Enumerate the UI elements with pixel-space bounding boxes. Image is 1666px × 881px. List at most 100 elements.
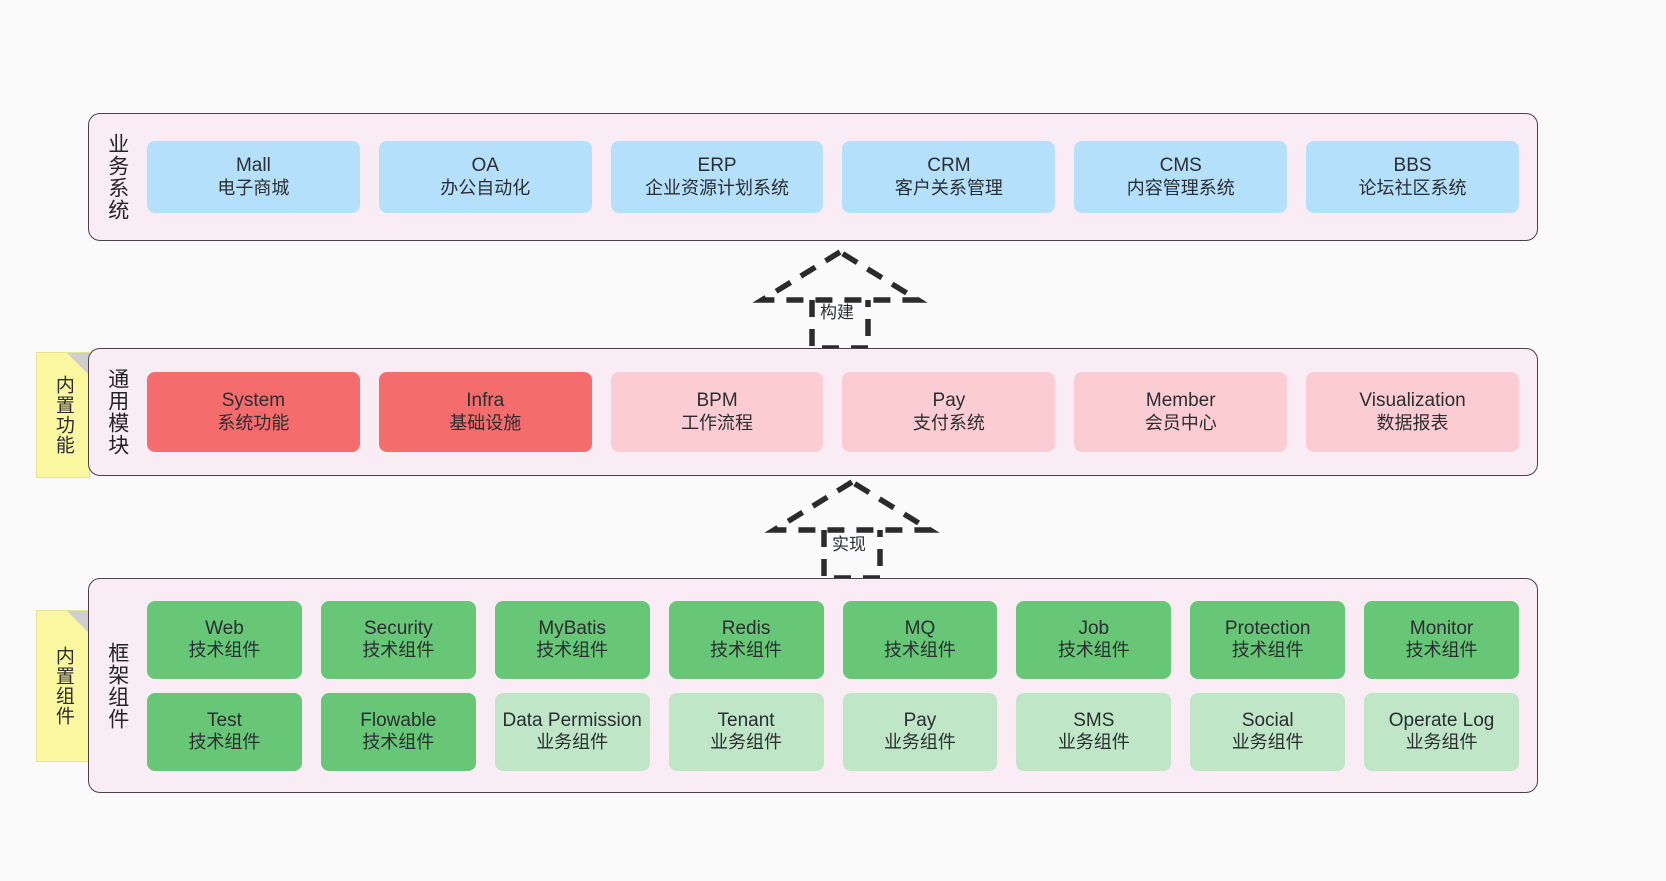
card-security[interactable]: Security 技术组件 <box>320 600 476 679</box>
card-mq-cn: 技术组件 <box>883 640 956 661</box>
card-bbs-en: BBS <box>1393 155 1432 177</box>
layer-framework-components: 框架组件 Web 技术组件 Security 技术组件 MyBatis 技术组件… <box>88 578 1538 793</box>
card-pay-component[interactable]: Pay 业务组件 <box>842 692 998 771</box>
card-protection-en: Protection <box>1224 617 1311 639</box>
layer-business-systems-title: 业务系统 <box>105 133 129 221</box>
card-test-cn: 技术组件 <box>188 732 261 753</box>
layer-business-systems-body: Mall 电子商城 OA 办公自动化 ERP 企业资源计划系统 CRM 客户关系… <box>137 114 1537 240</box>
card-mybatis-cn: 技术组件 <box>536 640 609 661</box>
card-cms-en: CMS <box>1159 155 1202 177</box>
connector-build: 构建 <box>750 248 930 356</box>
card-cms[interactable]: CMS 内容管理系统 <box>1074 141 1288 213</box>
card-mall-cn: 电子商城 <box>217 177 290 198</box>
card-pay-module[interactable]: Pay 支付系统 <box>842 372 1056 452</box>
card-test[interactable]: Test 技术组件 <box>147 692 302 771</box>
card-operate-log[interactable]: Operate Log 业务组件 <box>1364 692 1519 771</box>
card-bpm-en: BPM <box>696 390 738 412</box>
connector-realize-label: 实现 <box>832 535 866 554</box>
card-infra-en: Infra <box>466 390 505 412</box>
card-bbs-cn: 论坛社区系统 <box>1358 177 1467 198</box>
card-job-en: Job <box>1078 617 1110 639</box>
card-member-en: Member <box>1145 390 1216 412</box>
card-monitor[interactable]: Monitor 技术组件 <box>1364 600 1519 679</box>
layer-business-systems: 业务系统 Mall 电子商城 OA 办公自动化 ERP 企业资源计划系统 CRM… <box>88 113 1538 241</box>
card-job[interactable]: Job 技术组件 <box>1016 600 1172 679</box>
card-system[interactable]: System 系统功能 <box>147 372 360 452</box>
card-visualization-cn: 数据报表 <box>1376 412 1449 433</box>
card-data-permission[interactable]: Data Permission 业务组件 <box>494 692 650 771</box>
layer-common-modules: 通用模块 System 系统功能 Infra 基础设施 BPM 工作流程 Pay… <box>88 348 1538 476</box>
card-system-en: System <box>221 390 286 412</box>
layer-common-modules-body: System 系统功能 Infra 基础设施 BPM 工作流程 Pay 支付系统… <box>137 349 1537 475</box>
card-crm-cn: 客户关系管理 <box>894 177 1003 198</box>
card-erp[interactable]: ERP 企业资源计划系统 <box>610 141 824 213</box>
card-monitor-cn: 技术组件 <box>1405 640 1478 661</box>
layer-framework-components-body: Web 技术组件 Security 技术组件 MyBatis 技术组件 Redi… <box>137 579 1537 792</box>
card-social-en: Social <box>1241 709 1294 731</box>
card-oa-cn: 办公自动化 <box>440 177 531 198</box>
card-web-cn: 技术组件 <box>188 640 261 661</box>
sticky-note-builtin-features: 内置功能 <box>36 352 90 478</box>
card-operate-log-en: Operate Log <box>1388 709 1495 731</box>
framework-row-1: Web 技术组件 Security 技术组件 MyBatis 技术组件 Redi… <box>147 600 1519 679</box>
connector-realize-shape <box>764 478 940 581</box>
layer-common-modules-title: 通用模块 <box>105 368 129 456</box>
card-member[interactable]: Member 会员中心 <box>1074 372 1288 452</box>
card-mybatis[interactable]: MyBatis 技术组件 <box>494 600 650 679</box>
card-operate-log-cn: 业务组件 <box>1405 732 1478 753</box>
card-mall[interactable]: Mall 电子商城 <box>147 141 360 213</box>
card-test-en: Test <box>207 709 242 731</box>
card-protection[interactable]: Protection 技术组件 <box>1190 600 1346 679</box>
card-system-cn: 系统功能 <box>217 412 290 433</box>
card-job-cn: 技术组件 <box>1057 640 1130 661</box>
card-security-cn: 技术组件 <box>362 640 435 661</box>
layer-framework-components-title: 框架组件 <box>105 641 129 730</box>
card-data-permission-cn: 业务组件 <box>536 732 609 753</box>
card-data-permission-en: Data Permission <box>502 709 642 731</box>
card-crm-en: CRM <box>927 155 971 177</box>
card-social-cn: 业务组件 <box>1231 732 1304 753</box>
card-tenant-en: Tenant <box>717 709 775 731</box>
card-cms-cn: 内容管理系统 <box>1126 177 1235 198</box>
card-mall-en: Mall <box>235 155 271 177</box>
card-monitor-en: Monitor <box>1409 617 1474 639</box>
card-security-en: Security <box>363 617 433 639</box>
card-infra[interactable]: Infra 基础设施 <box>378 372 592 452</box>
card-mq-en: MQ <box>904 617 936 639</box>
connector-build-shape <box>752 248 928 351</box>
card-crm[interactable]: CRM 客户关系管理 <box>842 141 1056 213</box>
common-row-1: System 系统功能 Infra 基础设施 BPM 工作流程 Pay 支付系统… <box>147 372 1519 452</box>
card-redis-cn: 技术组件 <box>710 640 783 661</box>
card-pay-component-cn: 业务组件 <box>883 732 956 753</box>
card-erp-cn: 企业资源计划系统 <box>645 177 790 198</box>
card-web-en: Web <box>205 617 244 639</box>
card-member-cn: 会员中心 <box>1144 412 1217 433</box>
card-pay-module-cn: 支付系统 <box>912 412 985 433</box>
card-bpm-cn: 工作流程 <box>681 412 754 433</box>
card-flowable[interactable]: Flowable 技术组件 <box>320 692 476 771</box>
card-bbs[interactable]: BBS 论坛社区系统 <box>1306 141 1519 213</box>
card-redis[interactable]: Redis 技术组件 <box>668 600 824 679</box>
card-tenant-cn: 业务组件 <box>710 732 783 753</box>
card-pay-module-en: Pay <box>932 390 966 412</box>
card-oa[interactable]: OA 办公自动化 <box>378 141 592 213</box>
business-row-1: Mall 电子商城 OA 办公自动化 ERP 企业资源计划系统 CRM 客户关系… <box>147 141 1519 213</box>
card-sms[interactable]: SMS 业务组件 <box>1016 692 1172 771</box>
card-pay-component-en: Pay <box>903 709 937 731</box>
card-mq[interactable]: MQ 技术组件 <box>842 600 998 679</box>
card-sms-cn: 业务组件 <box>1057 732 1130 753</box>
card-visualization[interactable]: Visualization 数据报表 <box>1306 372 1519 452</box>
card-infra-cn: 基础设施 <box>449 412 522 433</box>
framework-row-2: Test 技术组件 Flowable 技术组件 Data Permission … <box>147 692 1519 771</box>
sticky-note-builtin-components: 内置组件 <box>36 610 90 762</box>
card-oa-en: OA <box>471 155 499 177</box>
card-tenant[interactable]: Tenant 业务组件 <box>668 692 824 771</box>
card-sms-en: SMS <box>1073 709 1115 731</box>
card-bpm[interactable]: BPM 工作流程 <box>610 372 824 452</box>
card-mybatis-en: MyBatis <box>538 617 606 639</box>
card-social[interactable]: Social 业务组件 <box>1190 692 1346 771</box>
card-web[interactable]: Web 技术组件 <box>147 600 302 679</box>
card-flowable-cn: 技术组件 <box>362 732 435 753</box>
card-erp-en: ERP <box>697 155 737 177</box>
